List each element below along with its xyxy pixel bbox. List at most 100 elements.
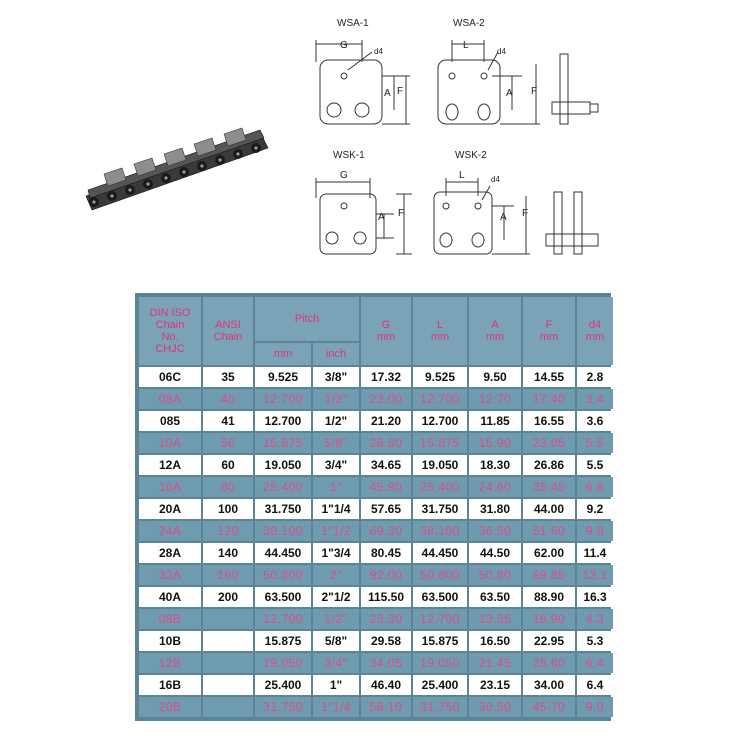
table-cell: 44.50 [469,543,521,563]
wsa2-a-label: A [506,88,513,99]
table-cell: 50 [203,433,253,453]
table-cell: 12.700 [255,411,311,431]
table-cell: 12.70 [469,389,521,409]
table-cell: 11.4 [577,543,613,563]
table-cell: 41 [203,411,253,431]
table-cell: 9.50 [469,367,521,387]
table-cell: 085 [139,411,201,431]
table-cell: 63.50 [469,587,521,607]
table-cell: 18.30 [469,455,521,475]
table-cell: 92.00 [361,565,411,585]
table-cell: 12.700 [255,609,311,629]
header-pitch-mm: mm [255,343,311,365]
table-cell: 3/8" [313,367,359,387]
table-cell: 14.55 [523,367,575,387]
table-cell: 08A [139,389,201,409]
table-cell: 12.700 [413,609,467,629]
table-cell [203,675,253,695]
table-cell: 13.1 [577,565,613,585]
table-cell: 31.750 [413,499,467,519]
table-cell: 25.400 [255,675,311,695]
wsa2-f-label: F [531,86,538,97]
wsk1-drawing [310,170,420,265]
table-cell: 26.86 [523,455,575,475]
table-cell: 19.050 [413,653,467,673]
table-cell [203,631,253,651]
table-cell: 2"1/2 [313,587,359,607]
table-cell: 5.5 [577,433,613,453]
table-cell: 88.90 [523,587,575,607]
wsk1-f-label: F [398,208,405,219]
table-cell: 38.100 [413,521,467,541]
table-cell: 35.45 [523,477,575,497]
table-cell: 11.85 [469,411,521,431]
wsk2-a-label: A [500,212,507,223]
table-cell: 160 [203,565,253,585]
table-cell: 57.65 [361,499,411,519]
table-cell: 15.90 [469,433,521,453]
table-cell: 80 [203,477,253,497]
table-cell: 20B [139,697,201,717]
table-cell: 9.2 [577,499,613,519]
table-cell: 6.4 [577,675,613,695]
table-cell: 6.8 [577,477,613,497]
table-cell: 1" [313,477,359,497]
table-cell: 45.90 [361,477,411,497]
chain-photo [82,118,272,218]
table-cell: 31.750 [255,697,311,717]
table-cell: 9.8 [577,521,613,541]
table-cell: 20A [139,499,201,519]
table-cell: 16A [139,477,201,497]
wsk2-drawing [428,172,608,267]
table-cell: 12.700 [413,389,467,409]
table-cell: 31.80 [469,499,521,519]
wsk1-a-label: A [378,212,385,223]
wsa1-f-label: F [397,86,404,97]
table-cell: 44.450 [255,543,311,563]
table-cell: 50.800 [255,565,311,585]
table-cell: 29.58 [361,631,411,651]
table-cell: 1/2" [313,411,359,431]
wsk1-g-label: G [340,170,348,181]
table-cell: 17.40 [523,389,575,409]
table-cell: 120 [203,521,253,541]
table-cell: 1/2" [313,609,359,629]
table-cell: 24.60 [469,477,521,497]
table-cell: 34.00 [523,675,575,695]
wsa1-d4-label: d4 [374,47,383,56]
table-cell: 3.6 [577,411,613,431]
table-cell: 45.70 [523,697,575,717]
table-cell: 5/8" [313,631,359,651]
wsa1-title: WSA-1 [337,18,369,29]
wsa2-d4-label: d4 [497,47,506,56]
table-cell: 10A [139,433,201,453]
table-cell: 69.30 [361,521,411,541]
table-cell: 25.400 [255,477,311,497]
table-cell: 2.8 [577,367,613,387]
wsk2-d4-label: d4 [491,175,500,184]
table-cell: 25.400 [413,675,467,695]
table-cell: 34.65 [361,455,411,475]
table-cell: 140 [203,543,253,563]
table-cell: 40A [139,587,201,607]
table-cell: 63.500 [413,587,467,607]
table-cell: 44.450 [413,543,467,563]
table-cell: 18.90 [523,609,575,629]
table-cell: 23.15 [469,675,521,695]
